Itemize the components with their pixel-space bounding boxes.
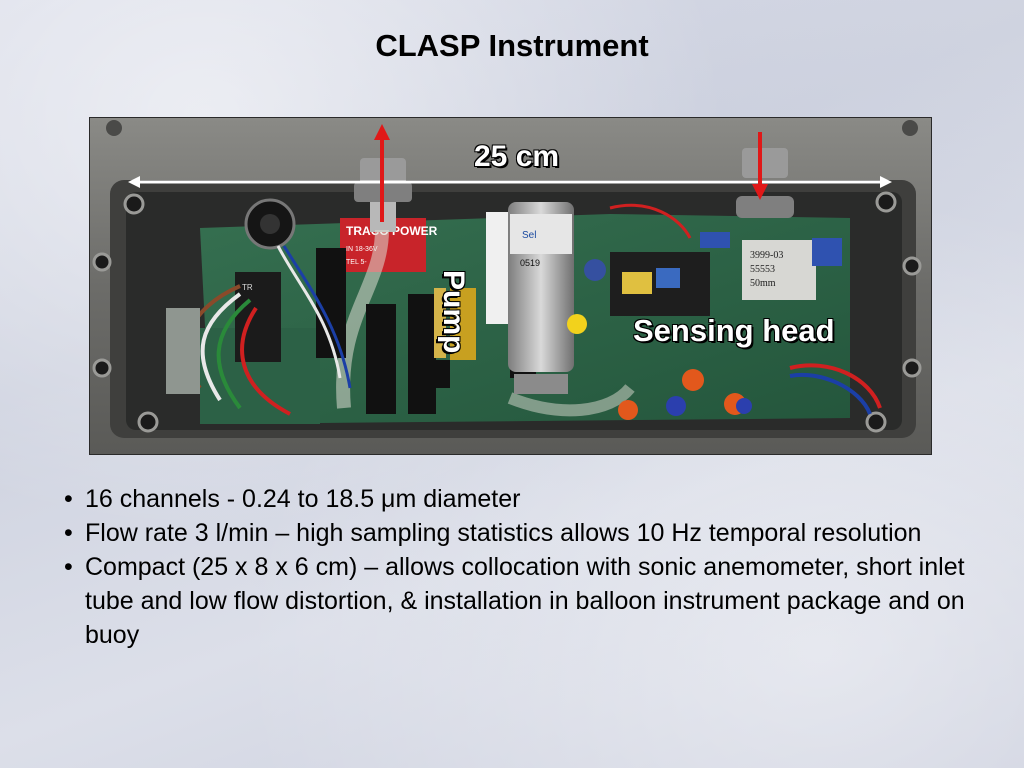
svg-text:3999-03: 3999-03: [750, 250, 783, 261]
svg-text:0519: 0519: [520, 258, 540, 268]
slide-title: CLASP Instrument: [375, 28, 649, 63]
svg-text:TR: TR: [242, 283, 253, 292]
svg-text:IN 18-36V: IN 18-36V: [346, 246, 378, 253]
pump-label: Pump: [437, 270, 470, 354]
bullet-item: 16 channels - 0.24 to 18.5 μm diameter: [64, 482, 984, 516]
sensing-head-label: Sensing head: [633, 313, 835, 348]
svg-text:Sel: Sel: [522, 230, 536, 241]
svg-text:50mm: 50mm: [750, 278, 776, 289]
sensing-head: 3999-03 55553 50mm: [610, 232, 842, 316]
svg-text:55553: 55553: [750, 264, 775, 275]
instrument-photo: TRACO POWER IN 18-36V TEL 5- TR: [89, 117, 932, 455]
dimension-label: 25 cm: [474, 140, 560, 173]
pump: Sel 0519: [486, 202, 587, 394]
outlet-fitting: [736, 148, 794, 218]
bullet-item: Flow rate 3 l/min – high sampling statis…: [64, 516, 984, 550]
bullet-list: 16 channels - 0.24 to 18.5 μm diameter F…: [64, 482, 984, 652]
svg-text:TEL 5-: TEL 5-: [346, 259, 367, 266]
bullet-item: Compact (25 x 8 x 6 cm) – allows colloca…: [64, 550, 984, 652]
